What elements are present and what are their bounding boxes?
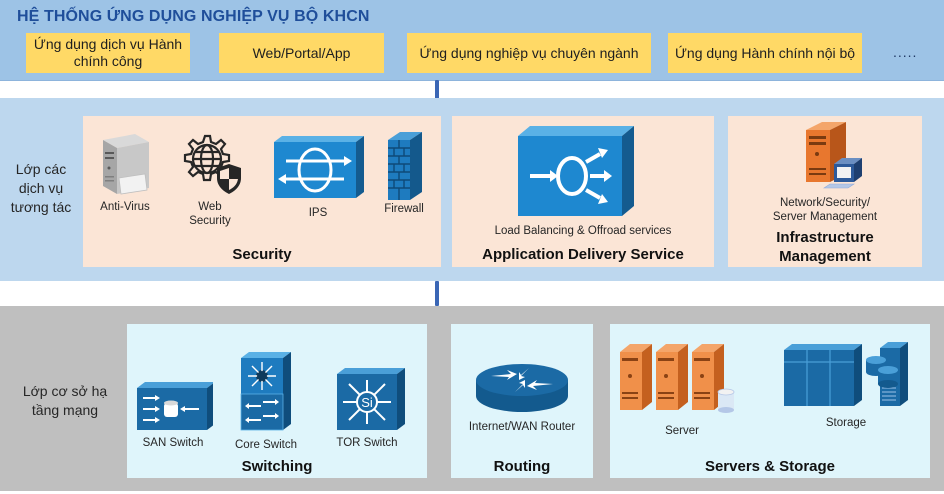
san-switch-icon bbox=[137, 382, 213, 430]
anti-virus-item: Anti-Virus bbox=[89, 130, 161, 214]
management-workstation-icon bbox=[806, 122, 862, 189]
switching-title: Switching bbox=[241, 458, 313, 475]
storage-item: Storage bbox=[776, 340, 916, 430]
servers-storage-title: Servers & Storage bbox=[704, 458, 836, 475]
globe-gear-shield-icon bbox=[183, 134, 241, 194]
tor-switch-icon: Si bbox=[337, 368, 405, 430]
san-switch-item: SAN Switch bbox=[133, 380, 213, 450]
app-box-specialized: Ứng dụng nghiệp vụ chuyên ngành bbox=[407, 33, 651, 73]
core-switch-icon bbox=[240, 352, 291, 431]
web-security-item: Web Security bbox=[171, 130, 249, 228]
server-antivirus-icon bbox=[103, 134, 149, 195]
security-panel: Anti-Virus Web Security bbox=[83, 116, 441, 267]
management-item: Network/Security/ Server Management bbox=[750, 120, 900, 224]
servers-storage-panel: Server Storage Servers & Storage bbox=[610, 324, 930, 478]
infra-mgmt-title: Infrastructure Management bbox=[776, 229, 874, 265]
more-apps-ellipsis: ..... bbox=[893, 44, 918, 60]
load-balancer-label: Load Balancing & Offroad services bbox=[494, 225, 672, 237]
router-icon bbox=[476, 364, 568, 412]
switching-panel: SAN Switch Core Switch bbox=[127, 324, 427, 478]
ips-item: IPS bbox=[268, 134, 368, 220]
service-layer-label: Lớp các dịch vụ tương tác bbox=[10, 161, 72, 215]
connector-apps-services bbox=[435, 80, 439, 100]
web-security-label: Web Security bbox=[189, 201, 231, 227]
core-switch-item: Core Switch bbox=[233, 350, 299, 452]
app-delivery-title: Application Delivery Service bbox=[482, 246, 684, 263]
svg-text:Si: Si bbox=[361, 395, 373, 410]
firewall-item: Firewall bbox=[378, 130, 430, 216]
routing-panel: Internet/WAN Router Routing bbox=[451, 324, 593, 478]
app-box-web-portal: Web/Portal/App bbox=[219, 33, 384, 73]
ips-appliance-icon bbox=[274, 136, 364, 198]
routing-title: Routing bbox=[493, 458, 551, 475]
router-item: Internet/WAN Router bbox=[455, 360, 589, 434]
infra-layer-label: Lớp cơ sở hạ tầng mạng bbox=[22, 383, 108, 418]
router-label: Internet/WAN Router bbox=[468, 421, 576, 433]
load-balancer-icon bbox=[518, 126, 634, 216]
firewall-label: Firewall bbox=[384, 203, 424, 215]
infra-mgmt-panel: Network/Security/ Server Management Infr… bbox=[728, 116, 922, 267]
storage-array-icon bbox=[784, 342, 908, 406]
infrastructure-layer-band: Lớp cơ sở hạ tầng mạng SAN Switch bbox=[0, 306, 944, 491]
firewall-brick-icon bbox=[388, 132, 422, 200]
diagram-title: HỆ THỐNG ỨNG DỤNG NGHIỆP VỤ BỘ KHCN bbox=[17, 8, 370, 25]
tor-switch-item: Si TOR Switch bbox=[327, 366, 407, 450]
connector-services-infra bbox=[435, 281, 439, 306]
anti-virus-label: Anti-Virus bbox=[100, 201, 150, 213]
server-item: Server bbox=[612, 340, 752, 438]
app-box-internal-admin: Ứng dụng Hành chính nội bộ bbox=[668, 33, 862, 73]
core-switch-label: Core Switch bbox=[235, 439, 297, 451]
management-label: Network/Security/ Server Management bbox=[772, 197, 878, 223]
server-cluster-icon bbox=[620, 344, 735, 413]
app-box-public-admin: Ứng dụng dịch vụ Hành chính công bbox=[26, 33, 190, 73]
security-title: Security bbox=[232, 246, 292, 263]
san-switch-label: SAN Switch bbox=[142, 437, 204, 449]
app-delivery-panel: Load Balancing & Offroad services Applic… bbox=[452, 116, 714, 267]
service-layer-band: Lớp các dịch vụ tương tác Anti-Virus bbox=[0, 98, 944, 281]
load-balancer-item: Load Balancing & Offroad services bbox=[472, 124, 694, 238]
server-label: Server bbox=[665, 425, 699, 437]
storage-label: Storage bbox=[825, 417, 867, 429]
applications-band: HỆ THỐNG ỨNG DỤNG NGHIỆP VỤ BỘ KHCN Ứng … bbox=[0, 0, 944, 81]
tor-switch-label: TOR Switch bbox=[336, 437, 398, 449]
ips-label: IPS bbox=[308, 207, 328, 219]
